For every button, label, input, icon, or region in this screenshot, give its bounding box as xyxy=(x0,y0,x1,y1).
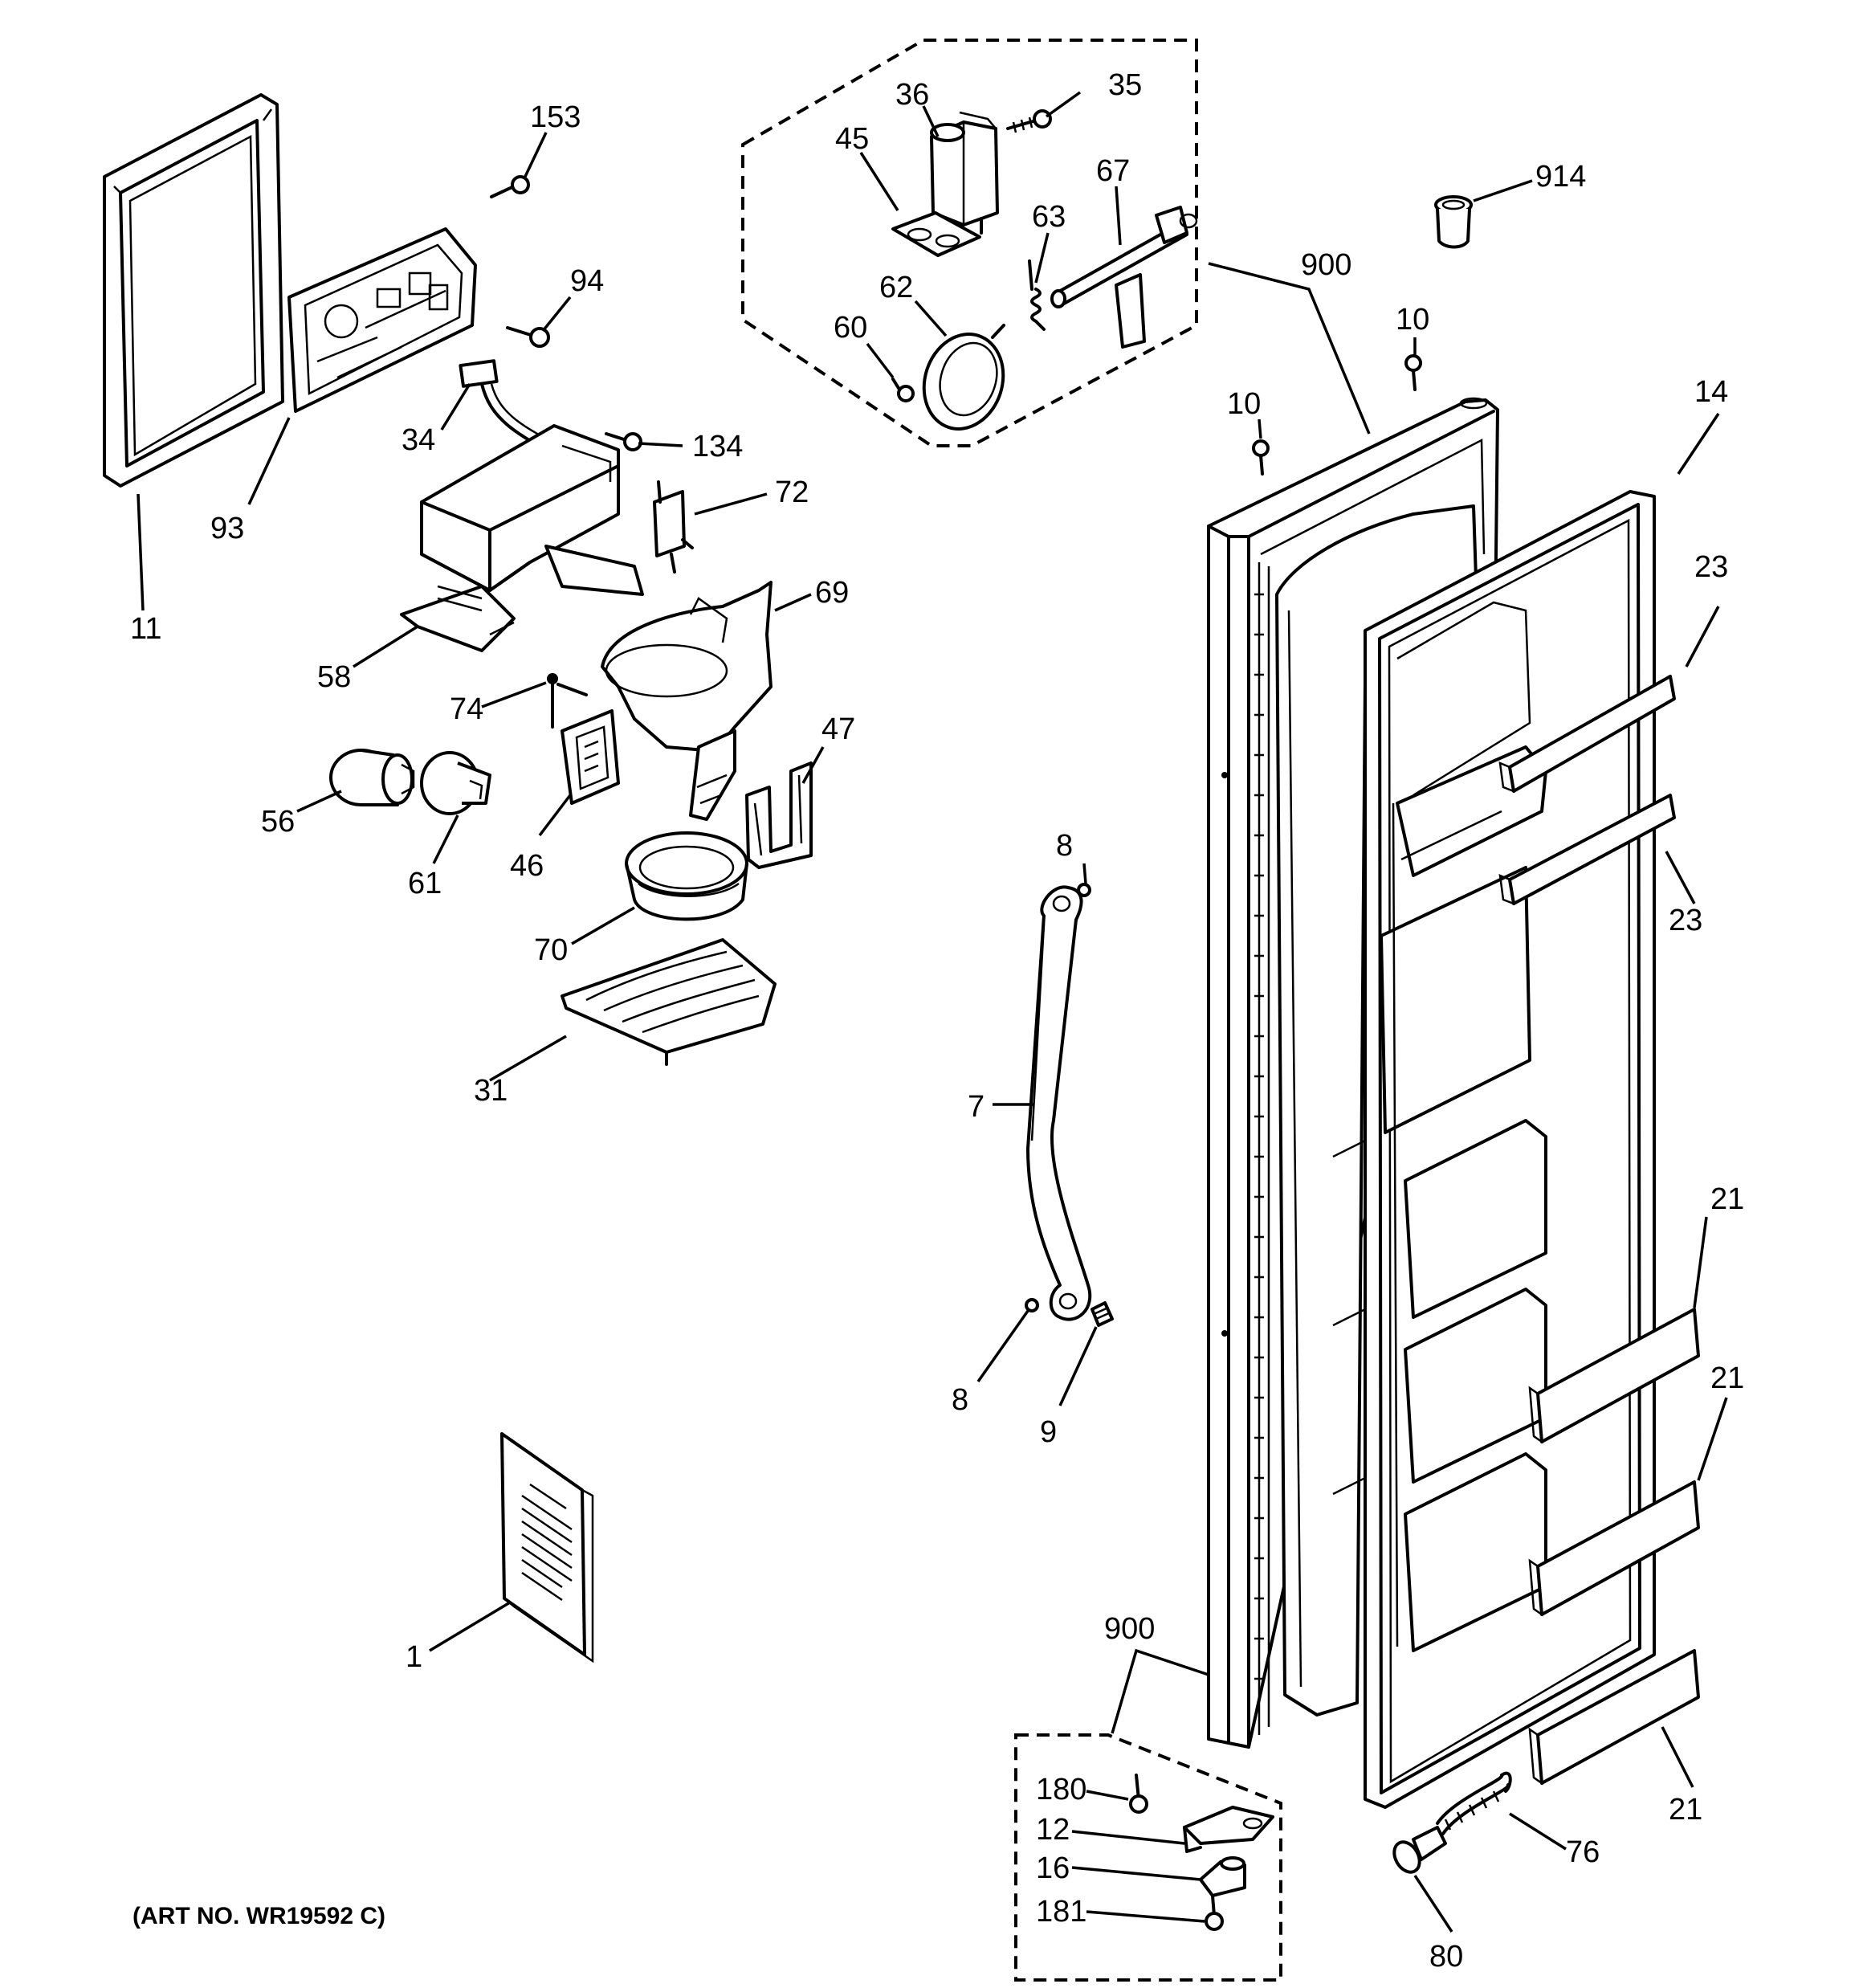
callout-58: 58 xyxy=(317,660,351,694)
callout-914: 914 xyxy=(1535,160,1586,194)
part-8-nut-top xyxy=(1077,883,1091,897)
part-9-handle-screw xyxy=(1090,1301,1114,1327)
part-94-screw xyxy=(506,326,550,348)
part-63-spring xyxy=(1028,259,1046,331)
part-46-flap xyxy=(561,709,620,805)
callout-23-upper: 23 xyxy=(1694,550,1728,584)
part-76-water-tube xyxy=(1436,1771,1512,1835)
part-45-mount-plate xyxy=(891,211,981,257)
part-74-spring xyxy=(547,673,588,729)
part-61-cam xyxy=(420,751,491,815)
callout-74: 74 xyxy=(450,692,483,726)
art-number-caption: (ART NO. WR19592 C) xyxy=(132,1903,385,1929)
part-1-owner-manual xyxy=(500,1432,594,1663)
callout-67: 67 xyxy=(1096,154,1130,188)
part-47-u-bracket xyxy=(745,761,813,869)
callout-60: 60 xyxy=(834,311,867,345)
part-80-tube-fitting xyxy=(1392,1826,1447,1874)
part-21-bin-bar-3 xyxy=(1528,1649,1700,1786)
callout-94: 94 xyxy=(570,264,604,298)
part-914-cap xyxy=(1434,195,1473,249)
callout-35: 35 xyxy=(1108,68,1142,102)
part-134-screw xyxy=(605,432,642,451)
leader-lines xyxy=(137,91,1728,1933)
part-23-shelf-bar-lower xyxy=(1498,794,1676,905)
callout-153: 153 xyxy=(530,100,581,134)
part-12-hinge-bracket xyxy=(1183,1806,1274,1853)
callout-21-bottom: 21 xyxy=(1669,1793,1702,1827)
callout-8-top: 8 xyxy=(1056,829,1073,863)
part-16-hinge-pin xyxy=(1199,1856,1246,1897)
part-10-screw-b xyxy=(1252,439,1270,476)
part-69-funnel xyxy=(601,581,773,821)
callout-10-left: 10 xyxy=(1227,387,1261,421)
callout-12: 12 xyxy=(1036,1813,1070,1847)
callout-14: 14 xyxy=(1694,375,1728,409)
callout-11: 11 xyxy=(130,612,161,646)
callout-900-top: 900 xyxy=(1301,248,1351,282)
callout-45: 45 xyxy=(835,122,869,156)
callout-7: 7 xyxy=(968,1090,984,1124)
part-93-control-board xyxy=(287,227,477,413)
callout-8-bottom: 8 xyxy=(952,1383,968,1417)
part-7-door-handle xyxy=(1026,885,1092,1321)
callout-69: 69 xyxy=(815,576,849,610)
part-21-bin-bar-1 xyxy=(1528,1308,1700,1444)
callout-labels: 153 94 34 134 72 93 11 58 74 69 47 46 56… xyxy=(130,68,1744,1974)
part-23-shelf-bar-upper xyxy=(1498,675,1676,793)
callout-10-right: 10 xyxy=(1396,303,1429,337)
callout-21-middle: 21 xyxy=(1710,1361,1744,1395)
part-180-screw xyxy=(1129,1774,1148,1814)
part-36-solenoid xyxy=(930,111,999,241)
callout-134: 134 xyxy=(692,430,743,463)
callout-181: 181 xyxy=(1036,1895,1086,1929)
callout-62: 62 xyxy=(879,271,913,304)
callout-76: 76 xyxy=(1566,1835,1600,1869)
part-10-screw-a xyxy=(1404,354,1422,391)
callout-70: 70 xyxy=(534,933,568,967)
callout-80: 80 xyxy=(1429,1940,1463,1974)
callout-63: 63 xyxy=(1032,200,1066,234)
callout-61: 61 xyxy=(408,867,442,900)
callout-16: 16 xyxy=(1036,1851,1070,1885)
part-31-grille xyxy=(561,938,777,1066)
part-60-screw xyxy=(891,378,915,402)
callout-1: 1 xyxy=(406,1640,422,1674)
callout-34: 34 xyxy=(402,423,435,457)
callout-31: 31 xyxy=(474,1074,508,1108)
part-14-door-gasket-frame xyxy=(1332,490,1656,1809)
callout-56: 56 xyxy=(261,805,295,839)
callout-72: 72 xyxy=(775,476,809,509)
part-153-screw xyxy=(490,175,530,198)
callout-93: 93 xyxy=(210,512,244,545)
callout-9: 9 xyxy=(1040,1415,1057,1449)
callout-46: 46 xyxy=(510,849,544,883)
callout-21-top: 21 xyxy=(1710,1182,1744,1216)
part-70-ring xyxy=(625,831,748,921)
part-35-screw xyxy=(1006,109,1052,133)
callout-47: 47 xyxy=(821,712,855,746)
part-56-motor xyxy=(329,749,415,806)
part-67-actuator-arm xyxy=(1050,206,1198,349)
callout-900-bottom: 900 xyxy=(1104,1612,1155,1646)
callout-36: 36 xyxy=(895,78,929,112)
part-58-dispenser-housing xyxy=(400,424,644,652)
dashed-kit-boundary-lower xyxy=(1014,1733,1282,1982)
part-181-screw xyxy=(1205,1894,1224,1931)
part-72-switch xyxy=(653,480,694,574)
dashed-kit-boundary-upper xyxy=(741,39,1198,447)
callout-180: 180 xyxy=(1036,1773,1086,1806)
part-8-nut-bottom xyxy=(1025,1298,1039,1312)
part-21-bin-bar-2 xyxy=(1528,1480,1700,1617)
part-11-dispenser-frame xyxy=(103,93,284,488)
callout-23-lower: 23 xyxy=(1669,904,1702,937)
part-62-door-flap xyxy=(922,324,1005,431)
